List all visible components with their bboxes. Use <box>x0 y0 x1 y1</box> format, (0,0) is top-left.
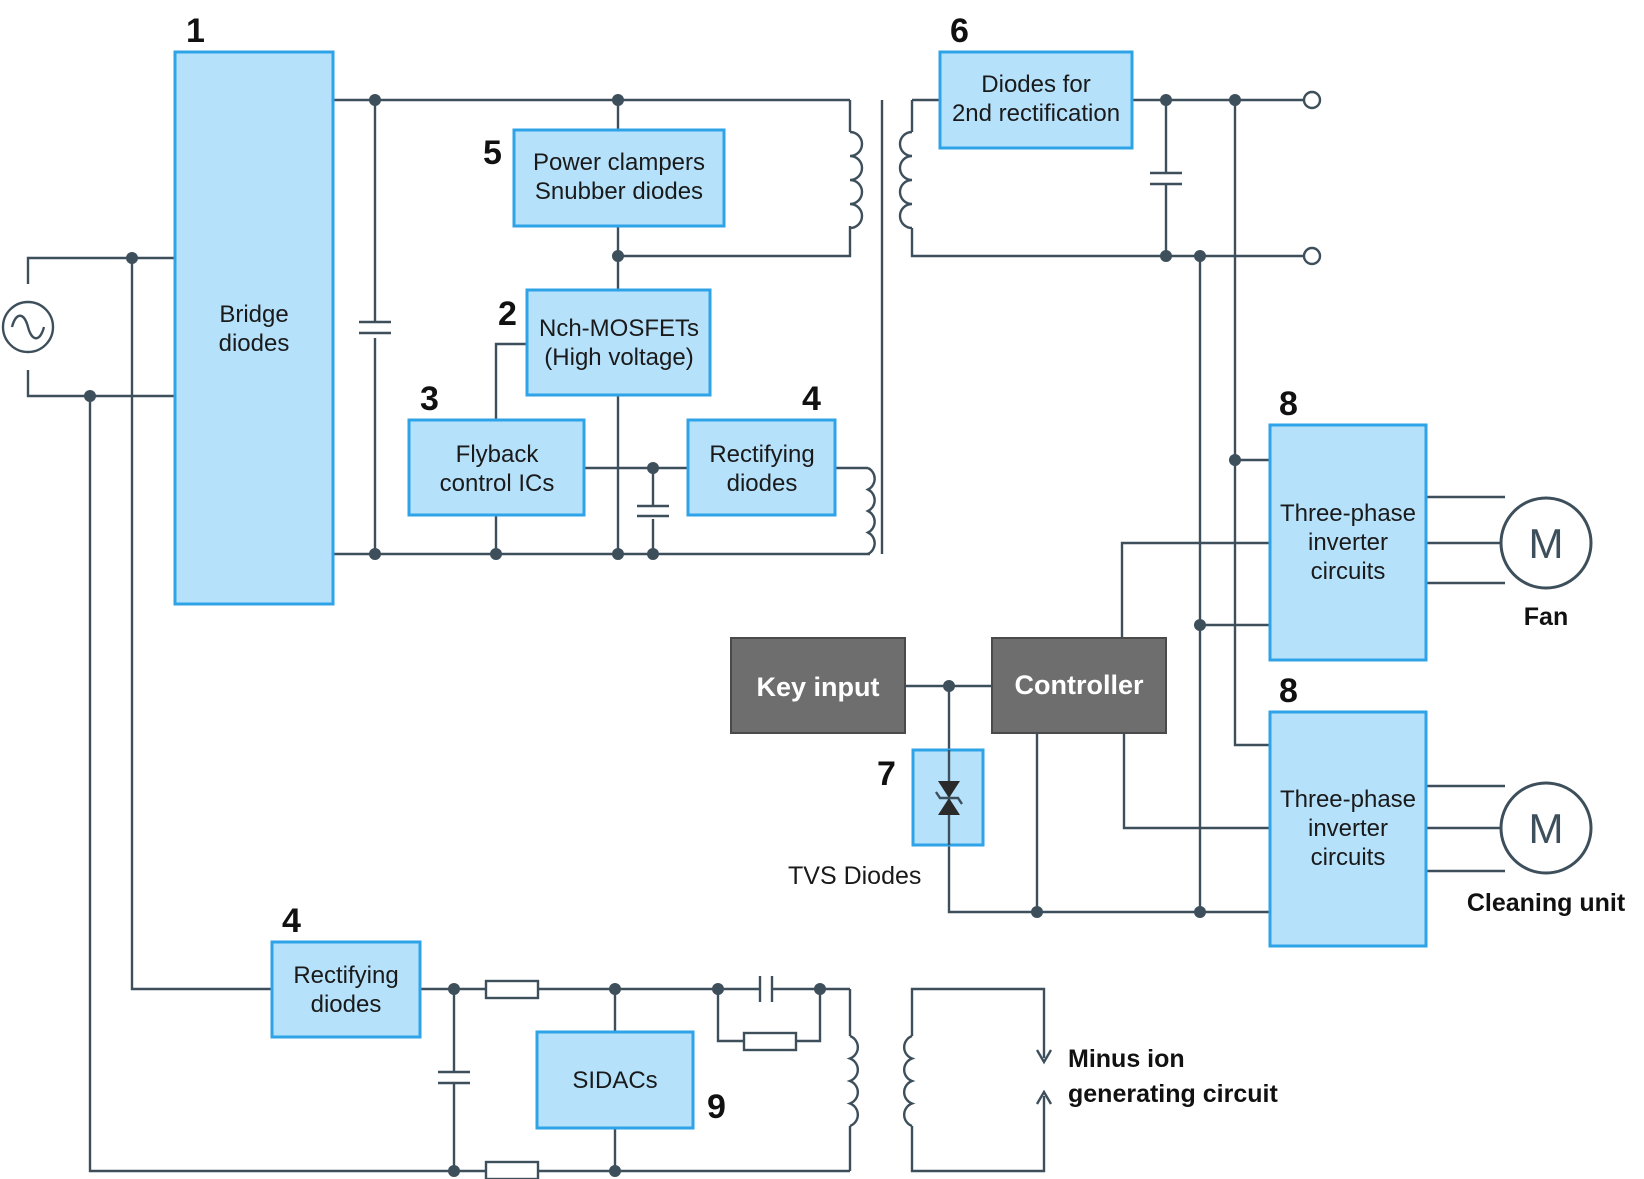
wires <box>26 98 1505 1173</box>
wire-ctrl-clean <box>1122 733 1270 830</box>
cleaning-unit-caption: Cleaning unit <box>1467 889 1626 917</box>
number-6: 6 <box>950 12 969 50</box>
resistor-series <box>484 979 540 1000</box>
sine-wave-icon <box>10 314 46 340</box>
wire-ac-bottom <box>26 370 175 398</box>
wire-clean-phases <box>1426 784 1505 873</box>
output-terminal-negative <box>1302 246 1322 266</box>
wire-ctrl-fan <box>1120 541 1270 638</box>
clamper-snubber-block <box>512 128 726 228</box>
wire-secondary-return <box>910 228 1312 258</box>
wire-ctrl-gnd <box>1035 733 1270 914</box>
wire-ac-top <box>26 256 175 284</box>
cleaning-motor-icon <box>1499 781 1593 875</box>
resistor-parallel <box>742 1031 798 1052</box>
cleaning-motor-label: M <box>1529 805 1564 852</box>
tvs-diodes-caption: TVS Diodes <box>788 862 921 890</box>
fan-motor-icon <box>1499 496 1593 590</box>
output-terminal-positive <box>1302 90 1322 110</box>
wire-ion-out-bottom <box>910 1096 1046 1173</box>
number-1: 1 <box>186 12 205 50</box>
wire-fan-phases <box>1426 495 1505 585</box>
fan-caption: Fan <box>1524 603 1568 631</box>
number-3: 3 <box>420 380 439 418</box>
sidacs-block <box>535 1030 695 1130</box>
rectifying-diodes-bottom-block <box>270 940 422 1039</box>
wire-bottom-return <box>88 396 850 1173</box>
number-7: 7 <box>877 755 896 793</box>
ion-secondary-coil <box>903 1034 916 1128</box>
junction-dots <box>84 94 1241 1177</box>
number-9: 9 <box>707 1088 726 1126</box>
wire-gate <box>494 342 527 420</box>
mosfet-label: Nch-MOSFETs(High voltage) <box>539 315 699 371</box>
wire-to-rect-bottom <box>130 258 272 991</box>
number-2: 2 <box>498 295 517 333</box>
wire-to-primary-bottom <box>618 226 852 258</box>
inverter-cleaning-block <box>1268 710 1428 948</box>
ion-electrode-arrows <box>1035 1049 1053 1105</box>
number-4-top: 4 <box>802 380 821 418</box>
key-input-block <box>730 637 906 734</box>
sidacs-label: SIDACs <box>572 1067 657 1094</box>
inverter-fan-block <box>1268 423 1428 662</box>
bottom-series-cap-plates <box>758 976 774 1002</box>
number-8-fan: 8 <box>1279 385 1298 423</box>
wire-bottom-parallel-res <box>716 989 822 1043</box>
output-cap-plates <box>1150 171 1182 186</box>
secondary-coil <box>898 130 913 230</box>
controller-label: Controller <box>1014 670 1143 700</box>
bulk-cap-plates <box>359 320 391 335</box>
resistors <box>484 979 798 1179</box>
number-5: 5 <box>483 134 502 172</box>
controller-block <box>991 637 1167 734</box>
bridge-diodes-block <box>173 50 335 606</box>
number-8-cleaning: 8 <box>1279 672 1298 710</box>
resistor-return <box>484 1160 540 1179</box>
ac-source <box>1 300 55 354</box>
aux-coil <box>865 466 876 556</box>
bottom-filter-cap-plates <box>438 1070 470 1085</box>
fan-motor-label: M <box>1529 520 1564 567</box>
tvs-diode-icon <box>935 750 963 845</box>
second-rectification-block <box>938 50 1134 150</box>
rectifying-diodes-top-block <box>686 418 837 517</box>
wire-ion-out-top <box>910 987 1046 1058</box>
primary-coil <box>849 130 864 230</box>
aux-cap-plates <box>637 504 669 518</box>
ion-primary-coil <box>846 1034 859 1128</box>
key-input-label: Key input <box>756 672 879 702</box>
flyback-ic-block <box>407 418 586 517</box>
mosfet-block <box>525 288 712 397</box>
number-4-bottom: 4 <box>282 902 301 940</box>
wire-vplus-clean <box>1233 100 1270 747</box>
